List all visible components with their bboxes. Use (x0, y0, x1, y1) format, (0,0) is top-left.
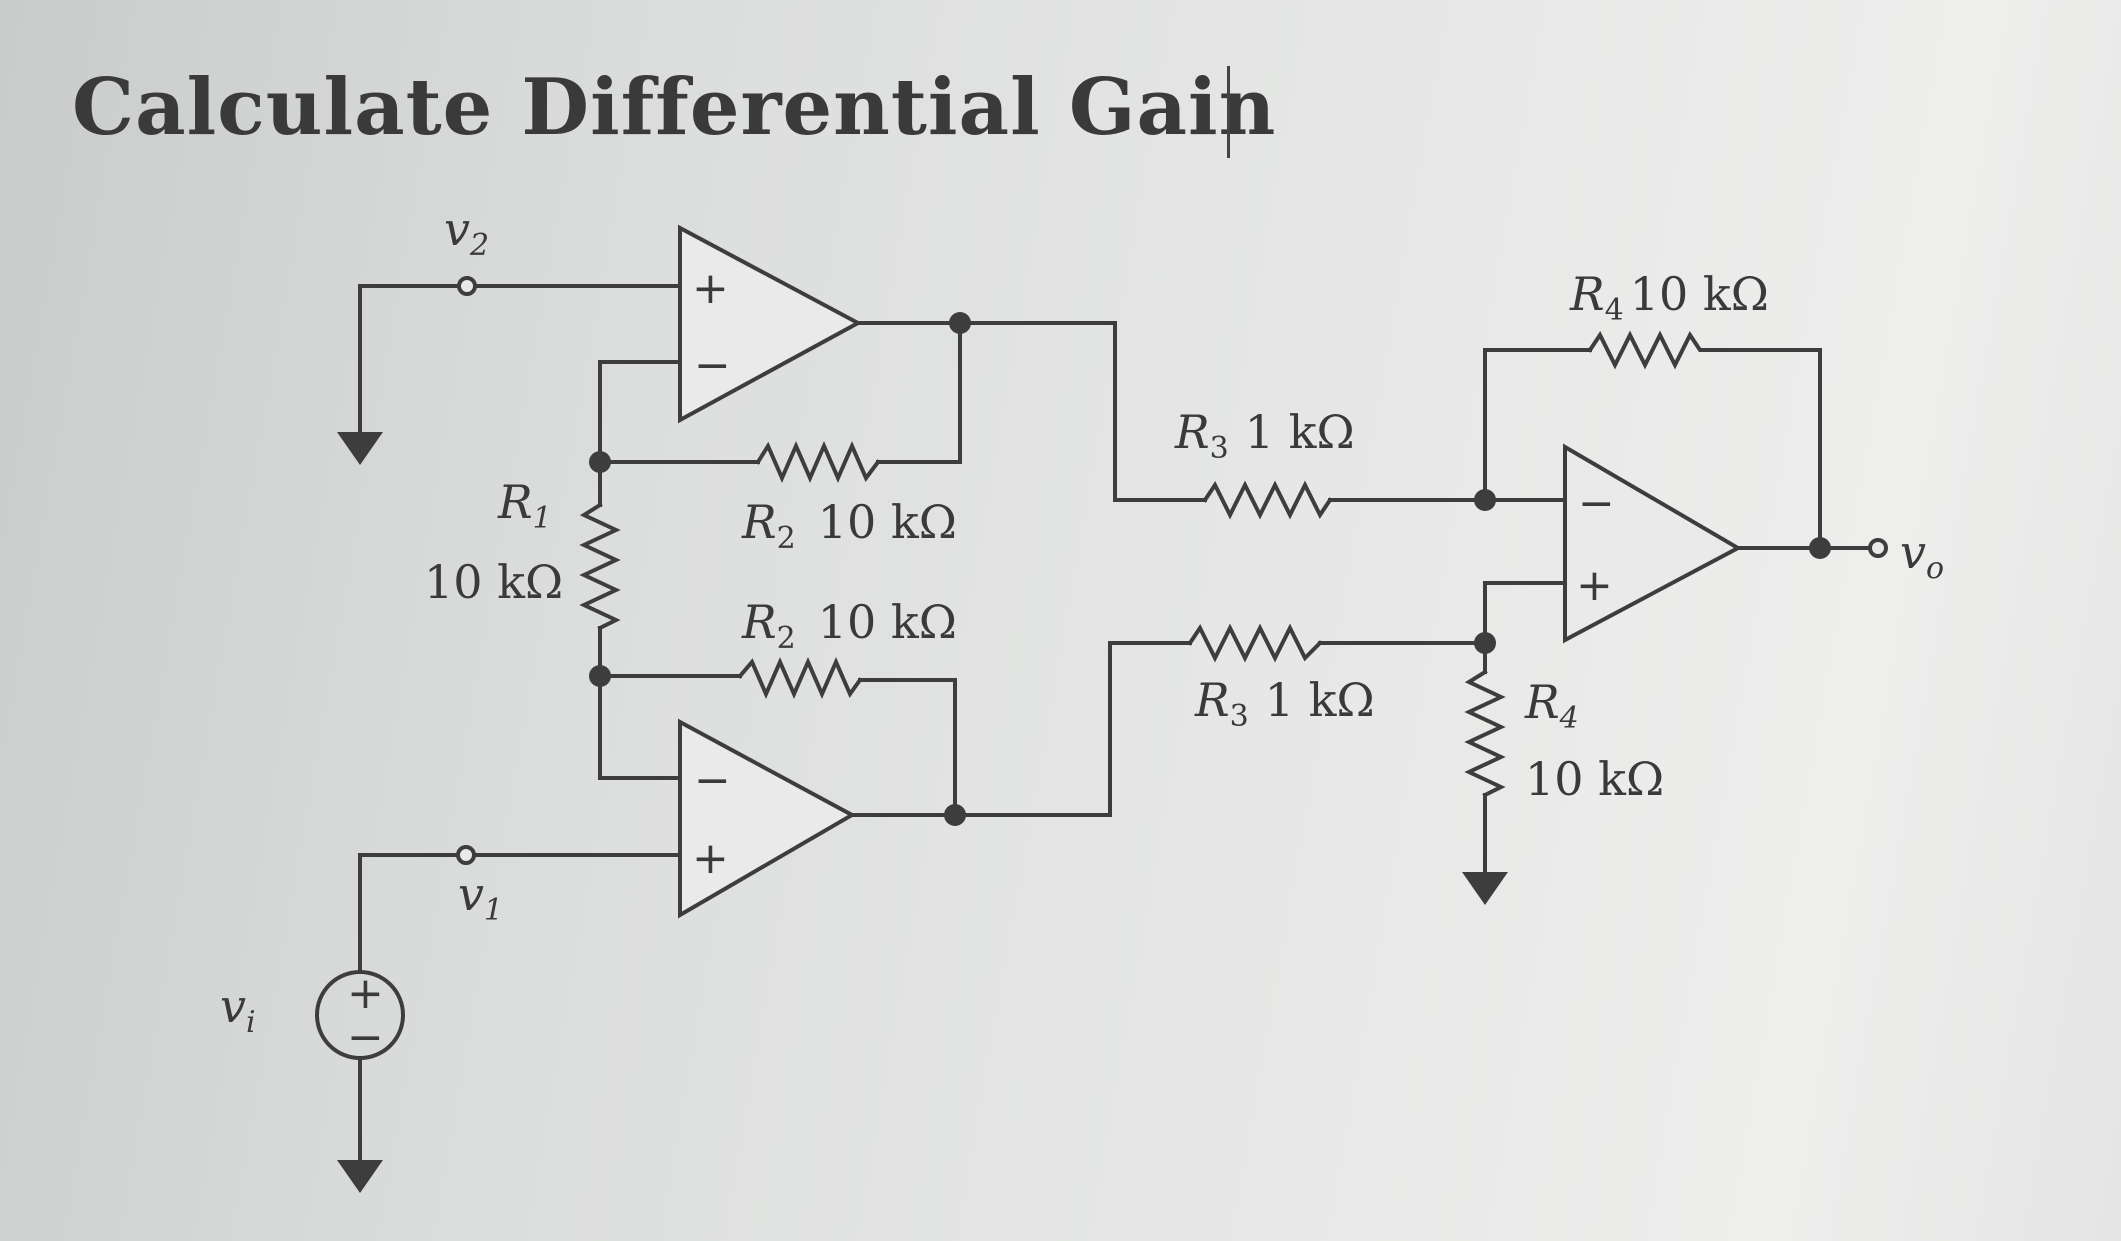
terminal-v1 (456, 845, 476, 865)
opamp-bottom-plus: + (692, 833, 729, 884)
label-v2: v2 (444, 202, 489, 263)
resistor-r3-bottom (1187, 623, 1323, 663)
opamp-output-minus: − (1578, 478, 1615, 529)
opamp-output-plus: + (1576, 560, 1613, 611)
resistor-r4-top (1587, 330, 1707, 370)
resistor-r1 (579, 502, 621, 631)
resistor-r2-bottom (737, 657, 863, 699)
opamp-top: + − (678, 224, 863, 424)
text-cursor (1227, 66, 1230, 158)
opamp-output: − + (1563, 443, 1743, 644)
label-r4-bottom-value: 10 kΩ (1525, 752, 1664, 806)
source-minus-sign: − (347, 1012, 384, 1063)
opamp-top-plus: + (692, 263, 729, 314)
label-r4-bottom-name: R4 (1524, 675, 1579, 736)
resistor-r4-bottom (1464, 669, 1506, 798)
label-vi: vi (220, 979, 256, 1040)
opamp-top-minus: − (694, 340, 731, 391)
ground-r4 (1462, 872, 1508, 905)
opamp-bottom: − + (678, 718, 857, 919)
junctions (589, 312, 1831, 826)
voltage-source: + − (315, 968, 405, 1063)
label-v1: v1 (458, 867, 503, 928)
resistor-r3-top (1202, 480, 1333, 520)
opamp-bottom-minus: − (694, 755, 731, 806)
label-r1-name: R1 (497, 475, 552, 536)
wires (358, 284, 1872, 1147)
ground-v2 (337, 432, 383, 465)
terminal-v2 (457, 276, 477, 296)
page-title: Calculate Differential Gain (72, 62, 1277, 153)
source-plus-sign: + (347, 968, 384, 1019)
resistor-r2-top (755, 441, 881, 483)
terminal-vo (1868, 538, 1888, 558)
label-vo: vo (1900, 525, 1944, 586)
ground-vi (337, 1143, 383, 1193)
label-r1-value: 10 kΩ (424, 555, 563, 609)
